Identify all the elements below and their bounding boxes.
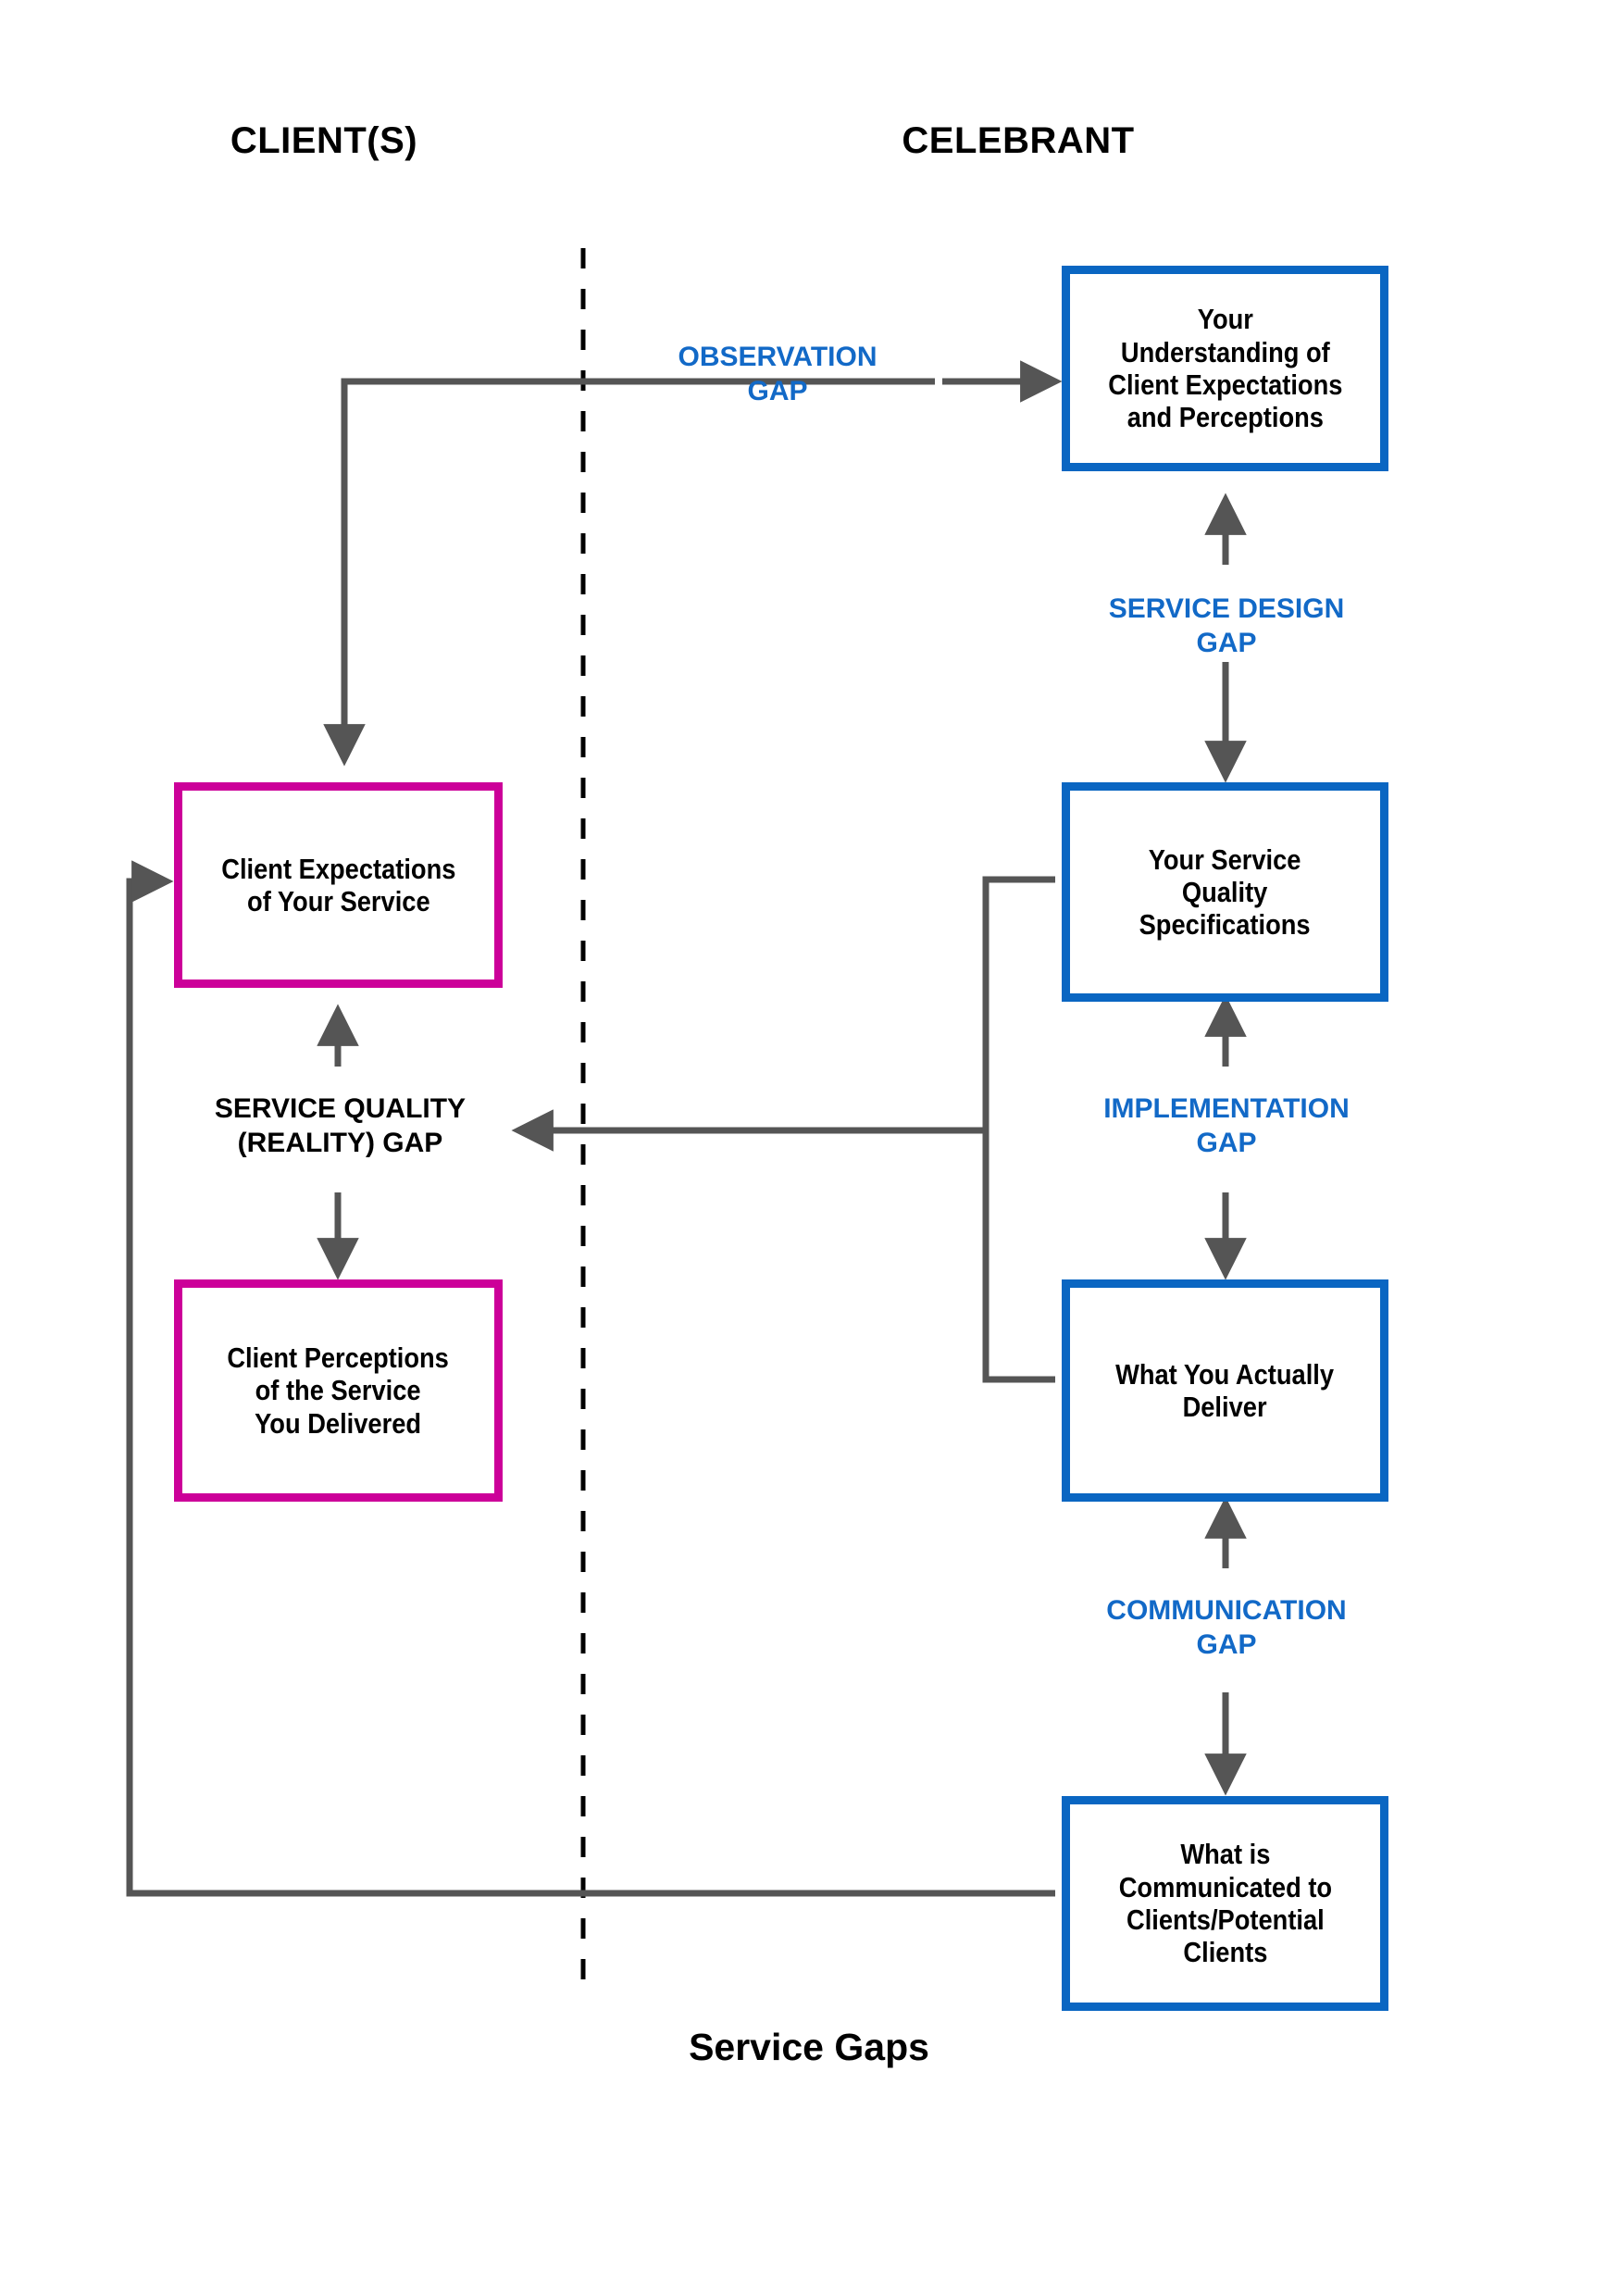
gap-label-communication: COMMUNICATION GAP xyxy=(1106,1595,1347,1660)
node-client-perceptions-of-the-service-you-delivered[interactable]: Client Perceptions of the Service You De… xyxy=(174,1279,503,1502)
node-label: Your Understanding of Client Expectation… xyxy=(1107,303,1343,434)
node-label: What You Actually Deliver xyxy=(1115,1357,1335,1423)
connector-specifications-bracket xyxy=(982,876,1055,1383)
node-label: Your Service Quality Specifications xyxy=(1139,842,1311,942)
node-what-is-communicated-to-clients[interactable]: What is Communicated to Clients/Potentia… xyxy=(1062,1796,1388,2011)
gap-label-implementation: IMPLEMENTATION GAP xyxy=(1103,1093,1350,1158)
column-header-celebrant: CELEBRANT xyxy=(902,120,1135,161)
figure-caption: Service Gaps xyxy=(689,2026,929,2068)
node-what-you-actually-deliver[interactable]: What You Actually Deliver xyxy=(1062,1279,1388,1502)
connector-communication-feedback-loop xyxy=(126,860,1055,1897)
column-header-clients: CLIENT(S) xyxy=(230,120,418,161)
node-your-service-quality-specifications[interactable]: Your Service Quality Specifications xyxy=(1062,782,1388,1002)
node-label: Client Perceptions of the Service You De… xyxy=(227,1341,450,1440)
connector-observation-gap-to-expectations xyxy=(323,378,935,767)
node-client-expectations-of-your-service[interactable]: Client Expectations of Your Service xyxy=(174,782,503,988)
node-label: Client Expectations of Your Service xyxy=(220,852,456,917)
gap-label-service-design: SERVICE DESIGN GAP xyxy=(1108,593,1345,658)
node-label: What is Communicated to Clients/Potentia… xyxy=(1118,1838,1332,1969)
gap-label-service-quality-reality: SERVICE QUALITY (REALITY) GAP xyxy=(214,1093,467,1158)
node-your-understanding-of-client-expectations[interactable]: Your Understanding of Client Expectation… xyxy=(1062,266,1388,471)
gap-label-observation: OBSERVATION GAP xyxy=(678,342,877,406)
